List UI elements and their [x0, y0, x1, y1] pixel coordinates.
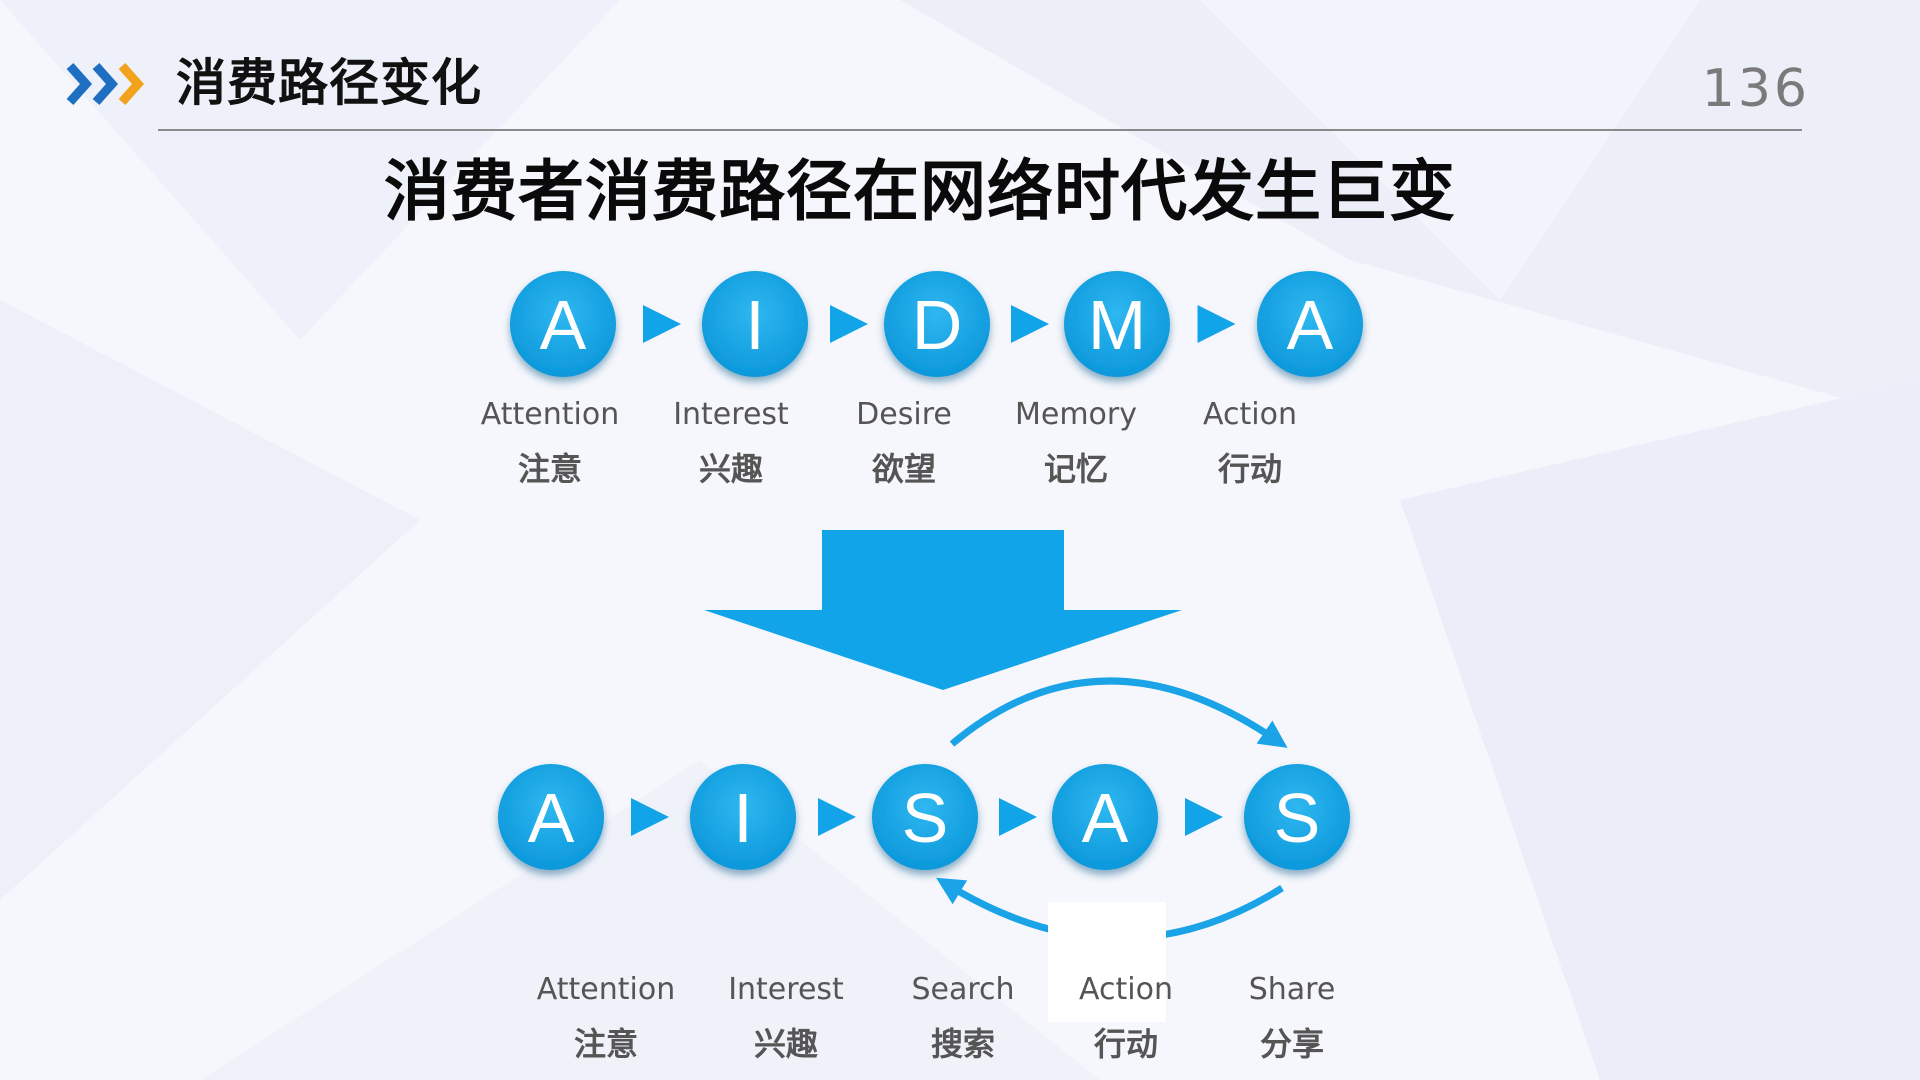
step-label: Action 行动	[1160, 397, 1340, 487]
step-label-zh: 记忆	[1043, 450, 1108, 488]
step-circle	[872, 764, 978, 870]
step-label-en: Attention	[536, 972, 676, 1007]
triangle-right-icon	[830, 305, 868, 343]
step-label: Share 分享	[1202, 972, 1382, 1062]
step-label-en: Share	[1248, 972, 1336, 1007]
step-label-zh: 分享	[1259, 1025, 1324, 1063]
step-letter: M	[1088, 286, 1146, 364]
step-label-zh: 行动	[1217, 450, 1282, 488]
main-title: 消费者消费路径在网络时代发生巨变	[384, 153, 1456, 230]
step-label-zh: 兴趣	[753, 1025, 818, 1063]
step-label: Desire 欲望	[814, 397, 994, 487]
step-label: Interest 兴趣	[696, 972, 876, 1062]
triangle-right-icon	[818, 798, 856, 836]
step-circle	[1244, 764, 1350, 870]
step-letter: A	[1287, 286, 1334, 364]
step-label: Attention 注意	[516, 972, 696, 1062]
step-label-zh: 行动	[1093, 1025, 1158, 1063]
step-circle	[1064, 271, 1170, 377]
step-label-zh: 兴趣	[698, 450, 763, 488]
step-label: Memory 记忆	[986, 397, 1166, 487]
triangle-right-icon	[999, 798, 1037, 836]
step-letter: A	[528, 779, 575, 857]
label-backdrop	[1048, 902, 1166, 1022]
step-circle	[510, 271, 616, 377]
step-letter: A	[540, 286, 587, 364]
step-letter: S	[902, 779, 949, 857]
step-circle	[702, 271, 808, 377]
step-label: Interest 兴趣	[641, 397, 821, 487]
step-letter: I	[733, 779, 752, 857]
triangle-right-icon	[631, 798, 669, 836]
header-divider	[158, 129, 1802, 131]
step-label-en: Interest	[728, 972, 844, 1007]
step-circle	[498, 764, 604, 870]
triangle-right-icon	[643, 305, 681, 343]
step-label-zh: 搜索	[930, 1025, 995, 1063]
step-circle	[690, 764, 796, 870]
step-label-en: Desire	[856, 397, 952, 432]
step-circle	[1257, 271, 1363, 377]
triangle-right-icon	[1197, 305, 1236, 343]
step-label-en: Search	[911, 972, 1015, 1007]
curved-loop-arrow-icon	[949, 677, 1288, 748]
big-down-arrow-icon	[704, 530, 1182, 690]
triangle-right-icon	[1185, 798, 1223, 836]
step-label-en: Attention	[480, 397, 620, 432]
step-letter: S	[1274, 779, 1321, 857]
step-letter: D	[912, 286, 963, 364]
step-circle	[1052, 764, 1158, 870]
double-chevron-right-icon	[66, 63, 145, 105]
triangle-right-icon	[1011, 305, 1049, 343]
page-number: 136	[1701, 59, 1810, 119]
step-letter: A	[1082, 779, 1129, 857]
step-label-en: Action	[1079, 972, 1173, 1007]
step-label: Attention 注意	[460, 397, 640, 487]
step-label-en: Action	[1203, 397, 1297, 432]
step-label: Search 搜索	[873, 972, 1053, 1062]
step-label-en: Interest	[673, 397, 789, 432]
step-label-zh: 注意	[517, 450, 582, 488]
step-circle	[884, 271, 990, 377]
step-label-en: Memory	[1014, 397, 1137, 432]
step-label-zh: 欲望	[871, 450, 936, 488]
step-label: Action 行动	[1036, 972, 1216, 1062]
step-letter: I	[745, 286, 764, 364]
step-label-zh: 注意	[573, 1025, 638, 1063]
header-title: 消费路径变化	[176, 54, 482, 112]
